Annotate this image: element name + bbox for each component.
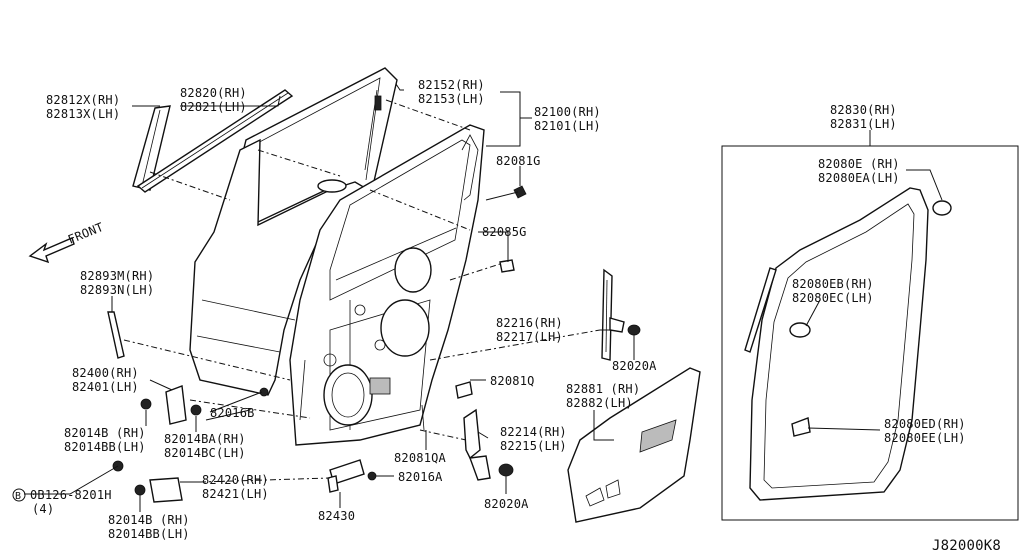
- label-82152: 82152(RH): [418, 78, 485, 92]
- label-82080ed: 82080ED(RH): [884, 417, 966, 431]
- label-82400: 82400(RH): [72, 366, 139, 380]
- label-82016a: 82016A: [398, 470, 443, 484]
- label-82081q: 82081Q: [490, 374, 535, 388]
- outer-weatherstrip: [136, 89, 294, 193]
- label-82080ec: 82080EC(LH): [792, 291, 874, 305]
- label-82217: 82217(LH): [496, 330, 563, 344]
- label-82830: 82830(RH): [830, 103, 897, 117]
- door-weatherstrip: [744, 187, 952, 501]
- front-arrow: [28, 237, 75, 264]
- label-bolt-qty: (4): [32, 502, 54, 516]
- label-82080ea: 82080EA(LH): [818, 171, 900, 185]
- label-82820: 82820(RH): [180, 86, 247, 100]
- front-label: FRONT: [66, 220, 106, 247]
- sash-channel-82216: [601, 268, 641, 361]
- label-82216: 82216(RH): [496, 316, 563, 330]
- label-82821: 82821(LH): [180, 100, 247, 114]
- label-82081g: 82081G: [496, 154, 541, 168]
- label-82016b: 82016B: [210, 406, 255, 420]
- label-82831: 82831(LH): [830, 117, 897, 131]
- clip-82081q: [455, 381, 473, 399]
- label-82813x: 82813X(LH): [46, 107, 120, 121]
- label-82881: 82881 (RH): [566, 382, 640, 396]
- label-82893n: 82893N(LH): [80, 283, 154, 297]
- bolt-symbol-circle: [12, 488, 26, 502]
- bolt-symbol-letter: B: [15, 491, 21, 502]
- phantom-lines: [123, 99, 601, 483]
- label-82882: 82882(LH): [566, 396, 633, 410]
- label-82215: 82215(LH): [500, 439, 567, 453]
- leader-lines: [24, 83, 943, 512]
- sash-molding: [132, 105, 171, 191]
- inner-door-panel: [289, 124, 485, 446]
- label-82214: 82214(RH): [500, 425, 567, 439]
- label-82020a-lower: 82020A: [484, 497, 529, 511]
- label-82014bc: 82014BC(LH): [164, 446, 246, 460]
- door-check-link: [327, 459, 377, 493]
- label-82430: 82430: [318, 509, 355, 523]
- label-82153: 82153(LH): [418, 92, 485, 106]
- door-trim-panel: [567, 367, 701, 523]
- label-82085g: 82085G: [482, 225, 527, 239]
- lower-hinge: [112, 460, 183, 503]
- label-bolt: 0B126-8201H: [30, 488, 112, 502]
- label-82401: 82401(LH): [72, 380, 139, 394]
- upper-hinge: [140, 385, 202, 425]
- label-82020a-upper: 82020A: [612, 359, 657, 373]
- corner-protector: [107, 311, 125, 359]
- label-82080e: 82080E (RH): [818, 157, 900, 171]
- label-82014bb-lower: 82014BB(LH): [108, 527, 190, 541]
- grommet-82085g: [499, 259, 515, 273]
- label-82420: 82420(RH): [202, 473, 269, 487]
- clip-82081g: [513, 185, 527, 199]
- label-82014b-upper: 82014B (RH): [64, 426, 146, 440]
- label-82101: 82101(LH): [534, 119, 601, 133]
- label-82893m: 82893M(RH): [80, 269, 154, 283]
- label-82014b-lower: 82014B (RH): [108, 513, 190, 527]
- label-82421: 82421(LH): [202, 487, 269, 501]
- clip-82081qa: [421, 404, 425, 431]
- sash-channel-82214: [463, 408, 514, 481]
- label-82080eb: 82080EB(RH): [792, 277, 874, 291]
- label-82014bb-upper: 82014BB(LH): [64, 440, 146, 454]
- label-82100: 82100(RH): [534, 105, 601, 119]
- label-82014ba: 82014BA(RH): [164, 432, 246, 446]
- diagram-code: J82000K8: [932, 538, 1001, 554]
- label-82080ee: 82080EE(LH): [884, 431, 966, 445]
- label-82081qa: 82081QA: [394, 451, 447, 465]
- bolt-82016b: [259, 387, 269, 397]
- label-82812x: 82812X(RH): [46, 93, 120, 107]
